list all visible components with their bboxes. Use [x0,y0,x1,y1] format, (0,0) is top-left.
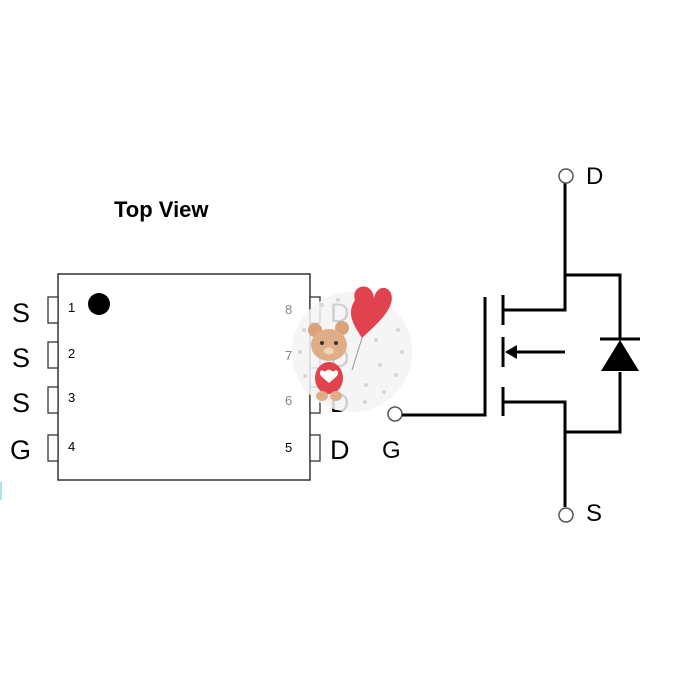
pin-number: 3 [68,390,75,405]
source-wire [503,400,567,507]
source-label: S [586,500,602,527]
left-pin-1: S 1 [12,296,75,328]
diode-wire-top [565,273,622,340]
pin-number: 6 [285,393,292,408]
pin-pad [47,386,59,414]
pin-number: 1 [68,300,75,315]
pin-letter: D [330,435,350,465]
diode-triangle-icon [601,340,639,371]
body-arrow-icon [505,345,517,359]
source-terminal [558,507,574,523]
heart-icon [319,369,339,383]
pin-pad [47,341,59,369]
pin-number: 5 [285,440,292,455]
left-pin-2: S 2 [12,341,75,373]
bear-head-icon [311,329,347,361]
left-pin-3: S 3 [12,386,75,418]
pin-letter: S [12,388,30,418]
bear-sticker-image [292,286,412,412]
right-pin-5: 5 D [285,434,350,465]
pin-pad [47,296,59,324]
diode-wire-bottom [565,372,622,434]
edge-mark [0,482,2,500]
pin-number: 8 [285,302,292,317]
gate-wire [402,297,487,417]
mosfet-symbol: G D S [382,163,640,527]
pin-number: 2 [68,346,75,361]
drain-wire [503,183,567,312]
gate-label: G [382,437,401,464]
gate-terminal [387,406,403,422]
left-pin-4: G 4 [10,434,75,465]
pin-pad [47,434,59,462]
balloon-string [351,337,363,371]
pin-letter: G [10,435,31,465]
pin-letter: S [12,298,30,328]
drain-terminal [558,168,574,184]
package-title: Top View [114,197,209,222]
pin1-marker-dot [88,293,110,315]
pin-number: 4 [68,439,75,454]
pin-letter: S [12,343,30,373]
pin-number: 7 [285,348,292,363]
pin-pad [309,434,321,462]
drain-label: D [586,163,603,190]
heart-balloon-icon [350,286,392,338]
